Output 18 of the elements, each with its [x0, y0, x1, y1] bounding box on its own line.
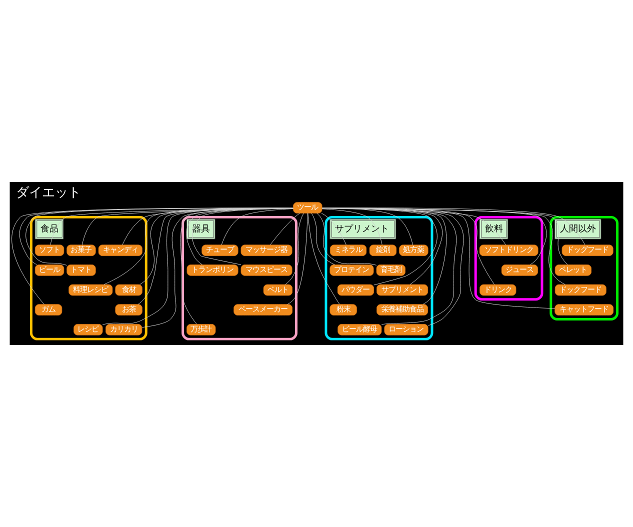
- connector: [322, 208, 447, 305]
- connector: [285, 213, 304, 285]
- connector: [321, 212, 346, 246]
- connector: [322, 208, 566, 285]
- connector: [322, 208, 586, 246]
- connector: [311, 213, 336, 265]
- connector: [122, 208, 294, 246]
- connector: [322, 208, 382, 245]
- connector: [322, 208, 506, 246]
- connector: [322, 208, 495, 285]
- connector: [322, 208, 556, 309]
- diagram-title: ダイエット: [16, 185, 81, 200]
- connector: [316, 213, 377, 266]
- connector: [322, 208, 413, 246]
- connector: [221, 208, 294, 246]
- connector: [287, 213, 308, 305]
- connector: [270, 213, 300, 246]
- connector: [308, 212, 340, 304]
